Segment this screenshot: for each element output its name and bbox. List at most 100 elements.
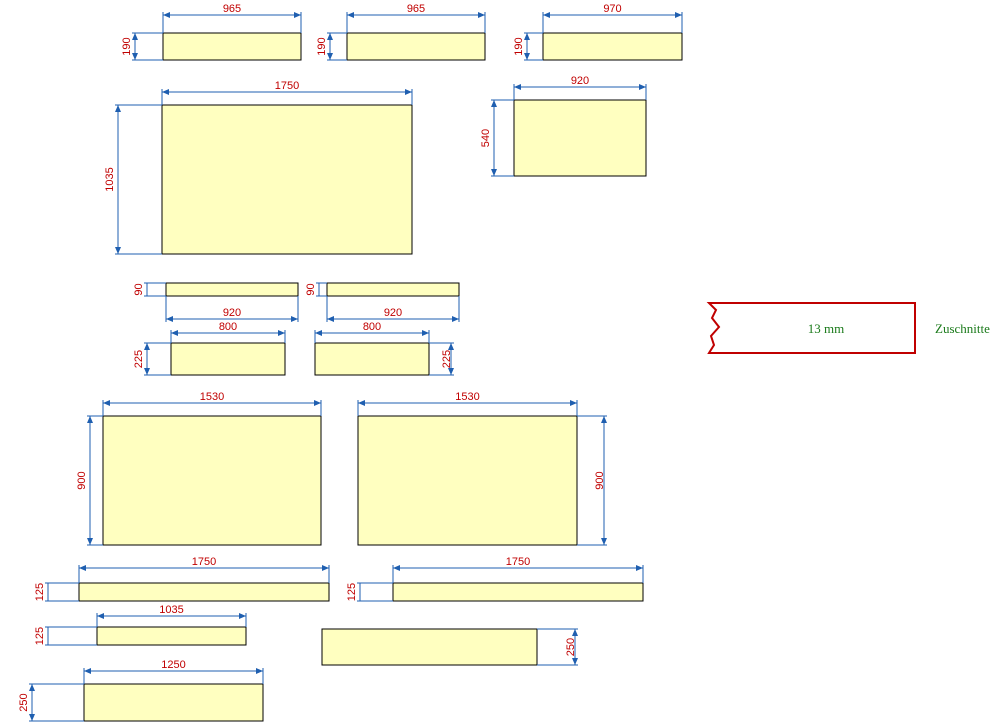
- legend-thickness-label: 13 mm: [808, 321, 844, 336]
- width-dimension-label: 1750: [275, 80, 299, 92]
- height-dimension-label: 900: [594, 471, 606, 489]
- dimension-arrow-up: [572, 629, 578, 636]
- dimension-arrow-right: [422, 330, 429, 336]
- panel-1: 965 190: [121, 3, 302, 61]
- width-dimension-label: 920: [384, 307, 402, 319]
- dimension-arrow-up: [327, 33, 333, 40]
- dimension-arrow-left: [358, 400, 365, 406]
- width-dimension-label: 1750: [506, 556, 530, 568]
- panel-13: 1750 125: [346, 556, 644, 602]
- width-dimension-label: 970: [603, 3, 621, 15]
- legend: 13 mm Zuschnitte: [706, 302, 990, 354]
- dimension-arrow-down: [132, 53, 138, 60]
- dimension-arrow-left: [327, 316, 334, 322]
- dimension-arrow-right: [636, 565, 643, 571]
- panel-rect: [357, 415, 578, 546]
- dimension-arrow-left: [103, 400, 110, 406]
- dimension-arrow-right: [322, 565, 329, 571]
- dimension-arrow-right: [639, 84, 646, 90]
- dimension-arrow-right: [239, 613, 246, 619]
- dimension-arrow-left: [171, 330, 178, 336]
- width-dimension-label: 920: [223, 307, 241, 319]
- panel-rect: [321, 628, 538, 666]
- panel-rect: [165, 282, 299, 297]
- dimension-arrow-left: [166, 316, 173, 322]
- panel-rect: [542, 32, 683, 61]
- dimension-arrow-up: [29, 684, 35, 691]
- dimension-arrow-right: [570, 400, 577, 406]
- height-dimension-label: 90: [305, 283, 317, 295]
- dimension-arrow-up: [524, 33, 530, 40]
- dimension-arrow-down: [87, 538, 93, 545]
- dimension-arrow-down: [448, 368, 454, 375]
- panel-rect: [346, 32, 486, 61]
- dimension-arrow-up: [132, 33, 138, 40]
- panel-rect: [326, 282, 460, 297]
- height-dimension-label: 90: [133, 283, 145, 295]
- width-dimension-label: 1250: [161, 659, 185, 671]
- width-dimension-label: 1530: [200, 391, 224, 403]
- dimension-arrow-right: [278, 330, 285, 336]
- dimension-arrow-left: [162, 89, 169, 95]
- dimension-arrow-down: [327, 53, 333, 60]
- dimension-arrow-left: [514, 84, 521, 90]
- height-dimension-label: 250: [18, 693, 30, 711]
- panel-12: 1750 125: [34, 556, 330, 602]
- height-dimension-label: 125: [34, 583, 46, 601]
- dimension-arrow-left: [543, 12, 550, 18]
- panels-layer: 9651909651909701901750103592054092090920…: [18, 3, 683, 722]
- panel-rect: [161, 104, 413, 255]
- panel-rect: [102, 415, 322, 546]
- height-dimension-label: 190: [121, 37, 133, 55]
- width-dimension-label: 1750: [192, 556, 216, 568]
- dimension-arrow-right: [256, 668, 263, 674]
- dimension-arrow-left: [84, 668, 91, 674]
- dimension-arrow-right: [478, 12, 485, 18]
- dimension-arrow-up: [144, 343, 150, 350]
- width-dimension-label: 1035: [159, 604, 183, 616]
- panel-14: 1035 125: [34, 604, 247, 646]
- dimension-arrow-right: [675, 12, 682, 18]
- dimension-arrow-down: [491, 169, 497, 176]
- height-dimension-label: 225: [441, 350, 453, 368]
- height-dimension-label: 125: [346, 583, 358, 601]
- dimension-arrow-right: [314, 400, 321, 406]
- panel-16: 1250 250: [18, 659, 264, 722]
- height-dimension-label: 250: [565, 638, 577, 656]
- dimension-arrow-up: [87, 416, 93, 423]
- dimension-arrow-up: [448, 343, 454, 350]
- legend-title: Zuschnitte: [935, 321, 990, 336]
- dimension-arrow-down: [144, 368, 150, 375]
- panel-5: 920 540: [480, 75, 647, 177]
- panel-rect: [83, 683, 264, 722]
- panel-rect: [78, 582, 330, 602]
- height-dimension-label: 190: [513, 37, 525, 55]
- panel-rect: [96, 626, 247, 646]
- panel-3: 970 190: [513, 3, 683, 61]
- dimension-arrow-right: [405, 89, 412, 95]
- panel-rect: [162, 32, 302, 61]
- dimension-arrow-up: [115, 105, 121, 112]
- dimension-arrow-down: [115, 247, 121, 254]
- dimension-arrow-right: [291, 316, 298, 322]
- dimension-arrow-down: [524, 53, 530, 60]
- height-dimension-label: 540: [480, 129, 492, 147]
- width-dimension-label: 965: [223, 3, 241, 15]
- dimension-arrow-left: [315, 330, 322, 336]
- width-dimension-label: 800: [363, 321, 381, 333]
- panel-7: 920 90: [305, 282, 460, 322]
- panel-6: 920 90: [133, 282, 299, 322]
- height-dimension-label: 190: [316, 37, 328, 55]
- panel-rect: [513, 99, 647, 177]
- panel-rect: [314, 342, 430, 376]
- height-dimension-label: 225: [133, 350, 145, 368]
- height-dimension-label: 125: [34, 627, 46, 645]
- width-dimension-label: 920: [571, 75, 589, 87]
- panel-9: 800 225: [314, 321, 454, 376]
